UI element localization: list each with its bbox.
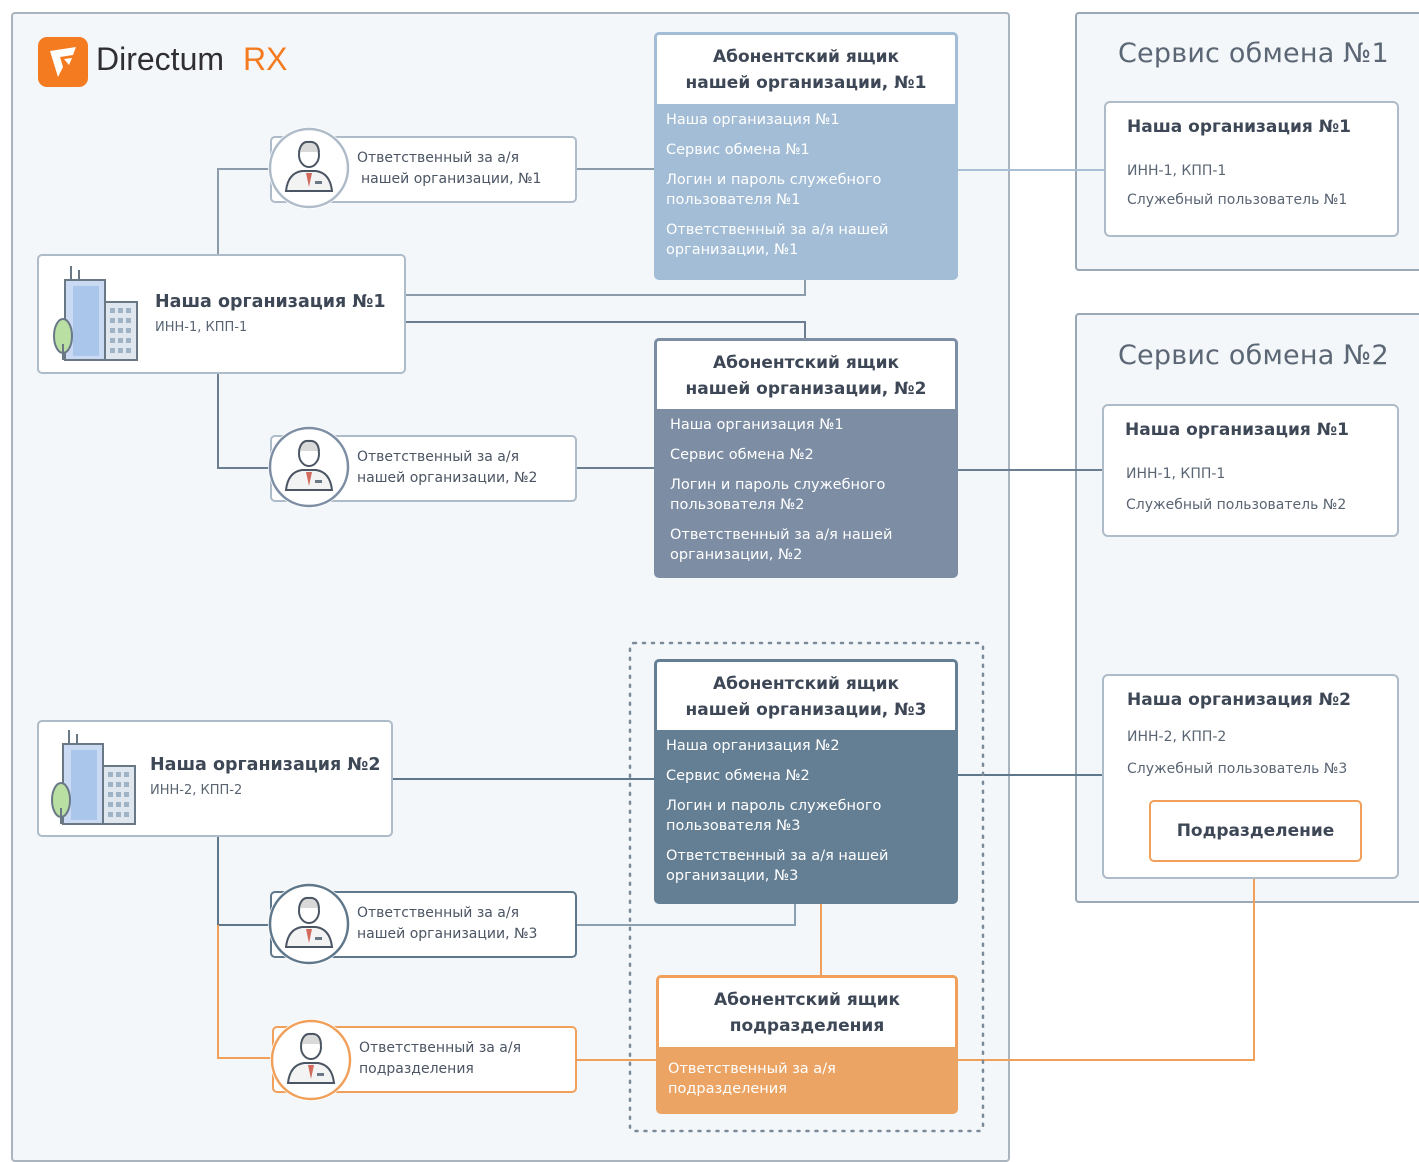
mailbox-item: Ответственный за а/я нашей организации, … bbox=[666, 222, 889, 258]
mailbox-header: Абонентский ящик подразделения bbox=[656, 975, 958, 1047]
mailbox-item: Логин и пароль служебного пользователя №… bbox=[666, 172, 882, 208]
mailbox-title-line1: Абонентский ящик bbox=[712, 353, 900, 373]
mailbox-item: Сервис обмена №2 bbox=[670, 447, 814, 463]
card-title: Наша организация №1 bbox=[1125, 420, 1349, 440]
mailbox-title-line2: нашей организации, №2 bbox=[685, 379, 927, 399]
person-icon bbox=[270, 1019, 352, 1101]
mailbox-title-line2: подразделения bbox=[729, 1016, 885, 1036]
mailbox-item: Ответственный за а/я нашей организации, … bbox=[670, 527, 893, 563]
person-icon bbox=[268, 127, 350, 209]
responsible-line1: Ответственный за а/я bbox=[357, 449, 520, 465]
org-code: ИНН-2, КПП-2 bbox=[150, 783, 243, 798]
service-2-org1-card: Наша организация №1 ИНН-1, КПП-1 Служебн… bbox=[1102, 404, 1399, 537]
person-icon bbox=[268, 426, 350, 508]
connector-org1-resp2 bbox=[217, 373, 270, 469]
service-1-title: Сервис обмена №1 bbox=[1118, 38, 1389, 69]
mailbox-item: Наша организация №1 bbox=[670, 417, 844, 433]
mailbox-item: Наша организация №1 bbox=[666, 112, 840, 128]
mailbox-body: Наша организация №1 Сервис обмена №2 Лог… bbox=[654, 409, 958, 578]
service-2-title: Сервис обмена №2 bbox=[1118, 340, 1389, 371]
card-line: Служебный пользователь №2 bbox=[1126, 497, 1347, 513]
directum-logo: Directum RX bbox=[38, 37, 298, 87]
card-line: ИНН-1, КПП-1 bbox=[1126, 466, 1226, 482]
responsible-line1: Ответственный за а/я bbox=[359, 1040, 522, 1056]
mailbox-body: Наша организация №2 Сервис обмена №2 Лог… bbox=[654, 730, 958, 904]
card-title: Наша организация №1 bbox=[1127, 117, 1351, 137]
connector-org1-box1 bbox=[405, 280, 806, 296]
org-2-card: Наша организация №2 ИНН-2, КПП-2 bbox=[37, 720, 393, 837]
card-line: Служебный пользователь №3 bbox=[1127, 761, 1348, 777]
mailbox-header: Абонентский ящик нашей организации, №2 bbox=[654, 338, 958, 409]
logo-suffix: RX bbox=[243, 41, 288, 77]
connector-resp3-box3 bbox=[576, 904, 796, 926]
mailbox-1: Абонентский ящик нашей организации, №1 Н… bbox=[654, 32, 958, 280]
department-card: Подразделение bbox=[1149, 800, 1362, 862]
mailbox-header: Абонентский ящик нашей организации, №3 bbox=[654, 659, 958, 730]
mailbox-item: Сервис обмена №2 bbox=[666, 768, 810, 784]
mailbox-title-line1: Абонентский ящик bbox=[712, 674, 900, 694]
mailbox-item: Ответственный за а/я нашей организации, … bbox=[666, 848, 889, 884]
dept-group-outline bbox=[628, 641, 985, 1133]
responsible-line1: Ответственный за а/я bbox=[357, 905, 520, 921]
responsible-line2: нашей организации, №2 bbox=[357, 470, 538, 486]
mailbox-body: Наша организация №1 Сервис обмена №1 Лог… bbox=[654, 104, 958, 280]
card-line: ИНН-1, КПП-1 bbox=[1127, 163, 1227, 179]
card-title: Наша организация №2 bbox=[1127, 690, 1351, 710]
mailbox-title-line2: нашей организации, №1 bbox=[685, 73, 927, 93]
mailbox-2: Абонентский ящик нашей организации, №2 Н… bbox=[654, 338, 958, 578]
mailbox-title-line2: нашей организации, №3 bbox=[685, 700, 927, 720]
card-line: ИНН-2, КПП-2 bbox=[1127, 729, 1227, 745]
service-1-org-card: Наша организация №1 ИНН-1, КПП-1 Служебн… bbox=[1104, 101, 1399, 237]
mailbox-title-line1: Абонентский ящик bbox=[712, 47, 900, 67]
connector-org1-box2 bbox=[405, 321, 806, 338]
mailbox-3: Абонентский ящик нашей организации, №3 Н… bbox=[654, 659, 958, 904]
mailbox-title-line1: Абонентский ящик bbox=[713, 990, 901, 1010]
responsible-line2: подразделения bbox=[359, 1061, 474, 1077]
card-line: Служебный пользователь №1 bbox=[1127, 192, 1348, 208]
org-code: ИНН-1, КПП-1 bbox=[155, 320, 248, 335]
mailbox-item: Логин и пароль служебного пользователя №… bbox=[666, 798, 882, 834]
responsible-line1: Ответственный за а/я bbox=[357, 150, 520, 166]
connector-org2-resp3 bbox=[217, 837, 270, 926]
directum-logo-icon bbox=[38, 37, 88, 87]
mailbox-item: Логин и пароль служебного пользователя №… bbox=[670, 477, 886, 513]
responsible-line2: нашей организации, №1 bbox=[361, 171, 542, 187]
logo-brand: Directum bbox=[96, 41, 225, 77]
org-1-card: Наша организация №1 ИНН-1, КПП-1 bbox=[37, 254, 406, 374]
mailbox-item: Наша организация №2 bbox=[666, 738, 840, 754]
connector-org2-resp4 bbox=[217, 925, 272, 1059]
mailbox-item: Сервис обмена №1 bbox=[666, 142, 810, 158]
org-name: Наша организация №2 bbox=[150, 755, 381, 775]
mailbox-department: Абонентский ящик подразделения Ответстве… bbox=[656, 975, 958, 1114]
connector-box4-department bbox=[957, 860, 1255, 1061]
building-icon bbox=[51, 730, 136, 825]
org-name: Наша организация №1 bbox=[155, 292, 386, 312]
connector-org1-resp1 bbox=[217, 168, 270, 255]
mailbox-item: Ответственный за а/я подразделения bbox=[668, 1061, 836, 1097]
mailbox-body: Ответственный за а/я подразделения bbox=[656, 1047, 958, 1114]
service-2-org2-card: Наша организация №2 ИНН-2, КПП-2 Служебн… bbox=[1102, 674, 1399, 879]
person-icon bbox=[268, 883, 350, 965]
mailbox-header: Абонентский ящик нашей организации, №1 bbox=[654, 32, 958, 104]
responsible-line2: нашей организации, №3 bbox=[357, 926, 538, 942]
building-icon bbox=[53, 266, 138, 361]
